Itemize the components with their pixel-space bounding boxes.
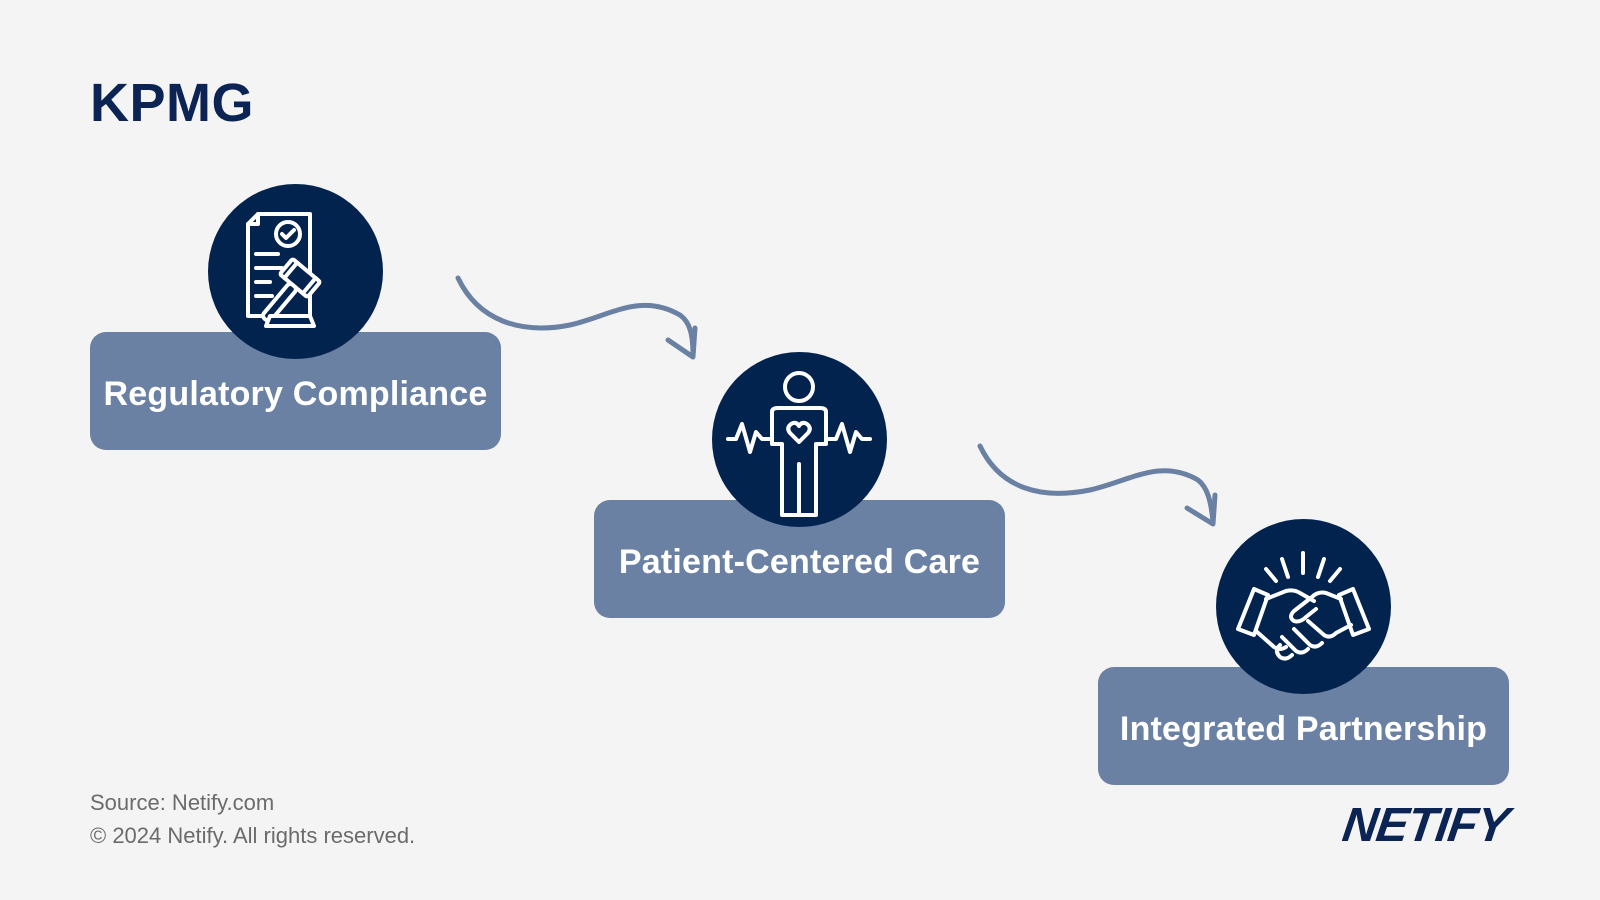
person-heartbeat-icon	[712, 352, 887, 527]
step-patient-centered-care: Patient-Centered Care	[594, 352, 1005, 618]
arrow-step1-to-step2	[455, 275, 698, 360]
document-gavel-icon	[208, 184, 383, 359]
step-label: Integrated Partnership	[1119, 709, 1488, 748]
arrow-step2-to-step3	[977, 443, 1218, 527]
step-regulatory-compliance: Regulatory Compliance	[90, 184, 501, 450]
source-note: Source: Netify.com	[90, 790, 275, 815]
page-title: KPMG	[90, 73, 254, 133]
netify-logo: NETIFY	[1339, 799, 1512, 852]
step-label: Patient-Centered Care	[618, 542, 981, 581]
copyright-note: © 2024 Netify. All rights reserved.	[90, 823, 416, 848]
step-box: Integrated Partnership	[1098, 667, 1509, 785]
step-integrated-partnership: Integrated Partnership	[1098, 519, 1509, 785]
step-label: Regulatory Compliance	[103, 374, 488, 413]
handshake-icon	[1216, 519, 1391, 694]
